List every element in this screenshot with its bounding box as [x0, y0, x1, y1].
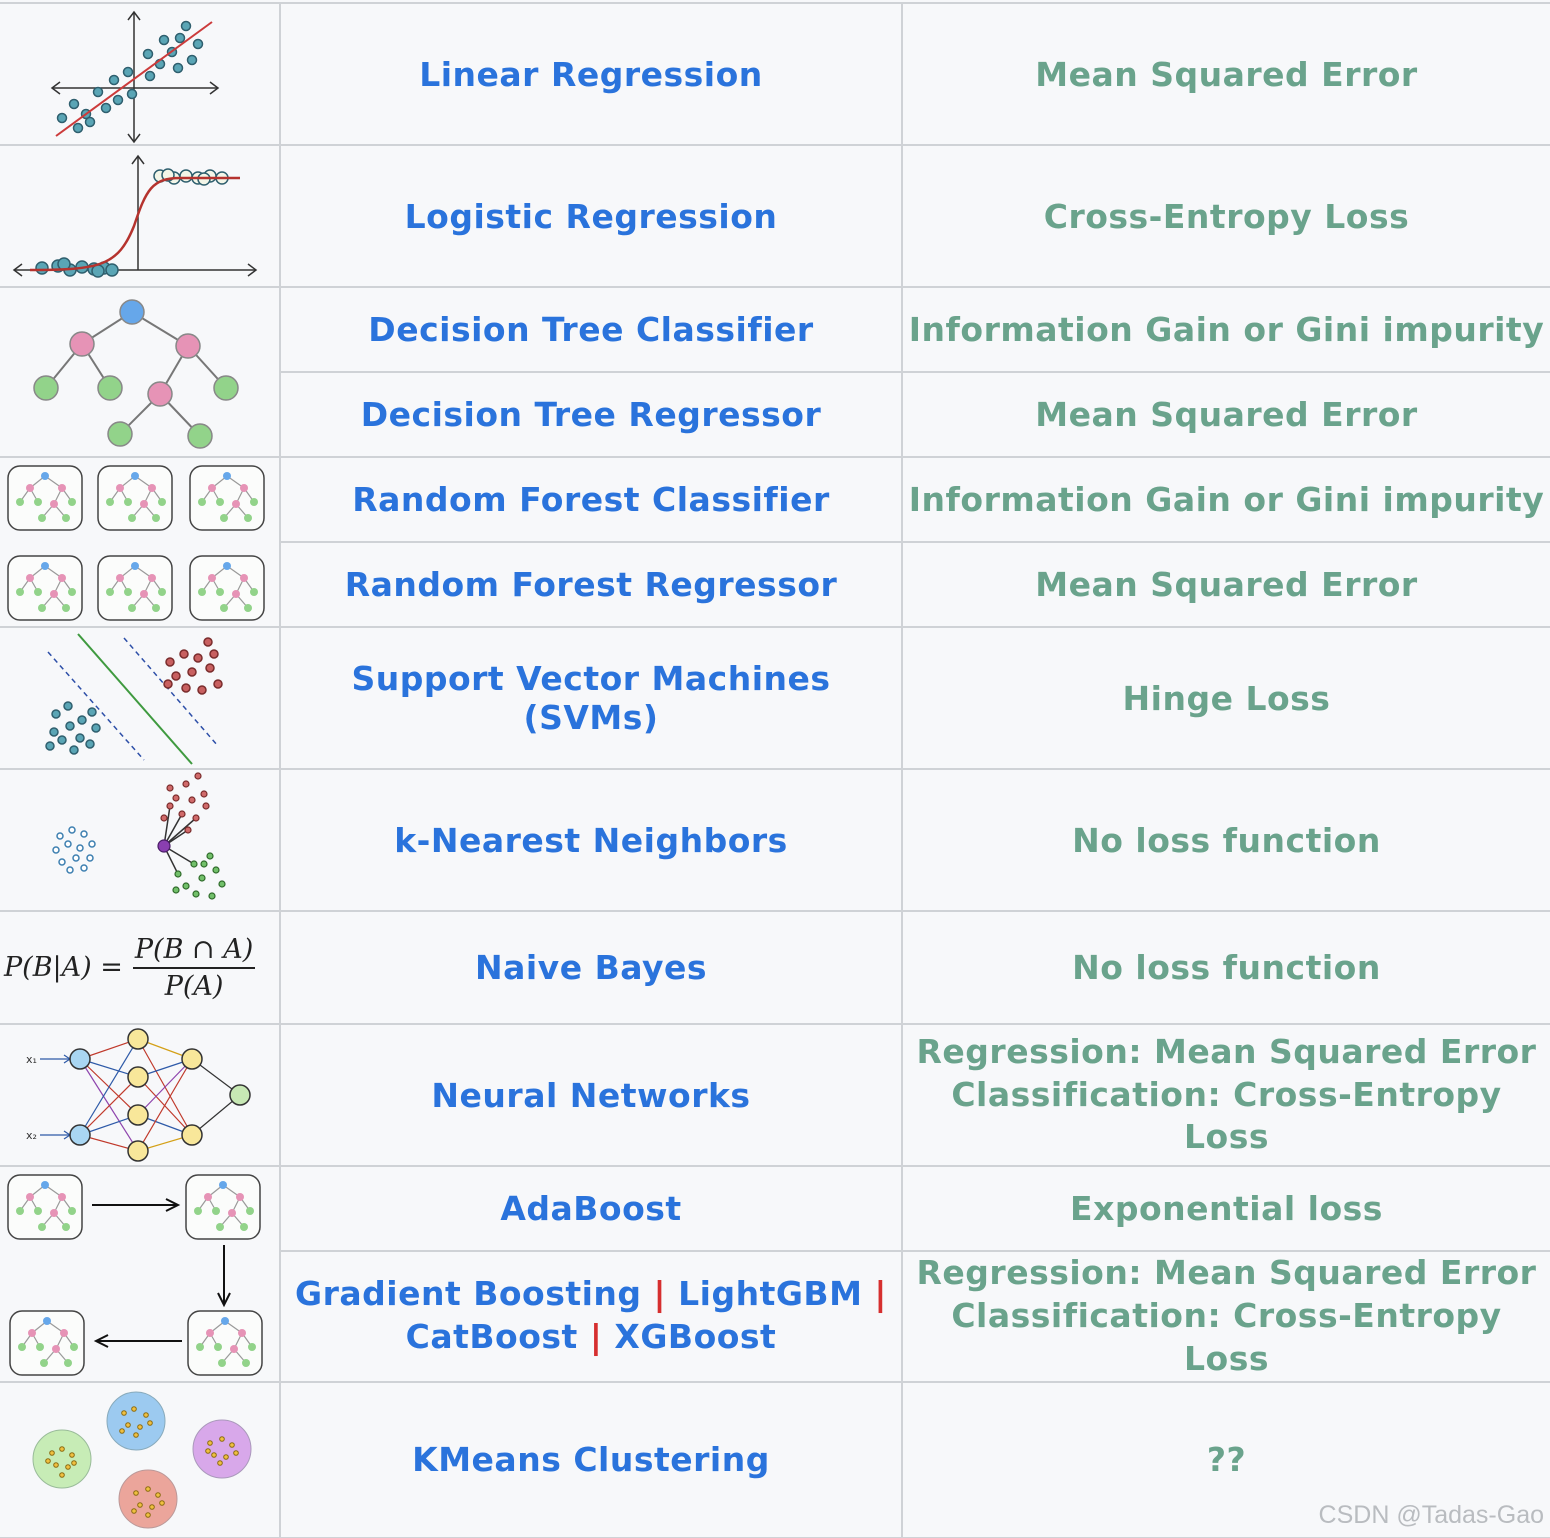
loss-line-regression: Regression: Mean Squared Error	[916, 1253, 1537, 1292]
svm-illustration	[0, 626, 281, 770]
table-row: Support Vector Machines (SVMs) Hinge Los…	[0, 626, 1550, 770]
algorithm-name: Neural Networks	[279, 1023, 903, 1167]
formula-denominator: P(A)	[164, 970, 224, 1002]
table-row: KMeans Clustering ??	[0, 1380, 1550, 1538]
loss-function: Cross-Entropy Loss	[901, 144, 1550, 288]
table-row: Gradient Boosting | LightGBM | CatBoost …	[0, 1250, 1550, 1383]
algorithm-name: Random Forest Regressor	[279, 541, 903, 628]
bayes-formula: P(B|A) = P(B ∩ A) P(A)	[0, 910, 281, 1025]
linear-regression-illustration	[0, 2, 281, 146]
logistic-regression-illustration	[0, 144, 281, 288]
algorithm-name: Logistic Regression	[279, 144, 903, 288]
table-row: Logistic Regression Cross-Entropy Loss	[0, 144, 1550, 288]
loss-line-classification: Classification: Cross-Entropy Loss	[951, 1074, 1502, 1157]
input-label-x1: x₁	[26, 1053, 37, 1066]
neural-network-illustration: x₁ x₂	[0, 1023, 281, 1167]
table-row: k-Nearest Neighbors No loss function	[0, 768, 1550, 912]
algorithm-name: Support Vector Machines (SVMs)	[279, 626, 903, 770]
algo-catboost: CatBoost	[405, 1317, 578, 1357]
table-row: P(B|A) = P(B ∩ A) P(A) Naive Bayes No lo…	[0, 910, 1550, 1025]
loss-function: Hinge Loss	[901, 626, 1550, 770]
algorithm-name: AdaBoost	[279, 1165, 903, 1252]
algo-xgboost: XGBoost	[614, 1317, 777, 1357]
kmeans-illustration	[0, 1380, 281, 1538]
table-row: Decision Tree Regressor Mean Squared Err…	[0, 371, 1550, 458]
algo-gradient-boosting: Gradient Boosting	[295, 1274, 642, 1314]
table-row: AdaBoost Exponential loss	[0, 1165, 1550, 1383]
decision-tree-illustration	[0, 286, 281, 458]
loss-function: Mean Squared Error	[901, 371, 1550, 458]
watermark: CSDN @Tadas-Gao	[1318, 1501, 1544, 1529]
algorithm-name: Naive Bayes	[279, 910, 903, 1025]
algorithm-name: KMeans Clustering	[279, 1380, 903, 1538]
table-row: Linear Regression Mean Squared Error	[0, 2, 1550, 146]
loss-function: No loss function	[901, 768, 1550, 912]
separator: |	[589, 1317, 603, 1357]
algorithm-name: Decision Tree Classifier	[279, 286, 903, 373]
algorithm-name: Random Forest Classifier	[279, 456, 903, 543]
loss-function: Information Gain or Gini impurity	[901, 456, 1550, 543]
loss-function: Regression: Mean Squared Error Classific…	[901, 1023, 1550, 1167]
loss-function: Information Gain or Gini impurity	[901, 286, 1550, 373]
table-row: x₁ x₂ Neural Networks Regression: Mean S…	[0, 1023, 1550, 1167]
loss-function: Regression: Mean Squared Error Classific…	[901, 1250, 1550, 1383]
separator: |	[874, 1274, 887, 1314]
formula-lhs: P(B|A) =	[4, 952, 123, 983]
algorithm-name: Linear Regression	[279, 2, 903, 146]
table-row: Random Forest Classifier Information Gai…	[0, 456, 1550, 628]
knn-illustration	[0, 768, 281, 912]
algorithm-name: Decision Tree Regressor	[279, 371, 903, 458]
loss-function: Mean Squared Error	[901, 541, 1550, 628]
loss-line-classification: Classification: Cross-Entropy Loss	[951, 1295, 1502, 1378]
separator: |	[653, 1274, 667, 1314]
formula-numerator: P(B ∩ A)	[134, 933, 254, 965]
boosting-illustration	[0, 1165, 281, 1383]
algo-lightgbm: LightGBM	[678, 1274, 863, 1314]
loss-function-unknown: ??	[901, 1380, 1550, 1538]
table-row: Decision Tree Classifier Information Gai…	[0, 286, 1550, 458]
loss-function: Exponential loss	[901, 1165, 1550, 1252]
algorithm-name: k-Nearest Neighbors	[279, 768, 903, 912]
table-row: Random Forest Regressor Mean Squared Err…	[0, 541, 1550, 628]
random-forest-illustration	[0, 456, 281, 628]
loss-function: No loss function	[901, 910, 1550, 1025]
input-label-x2: x₂	[26, 1129, 37, 1142]
loss-line-regression: Regression: Mean Squared Error	[916, 1031, 1537, 1071]
algorithm-name: Gradient Boosting | LightGBM | CatBoost …	[279, 1250, 903, 1383]
loss-function: Mean Squared Error	[901, 2, 1550, 146]
